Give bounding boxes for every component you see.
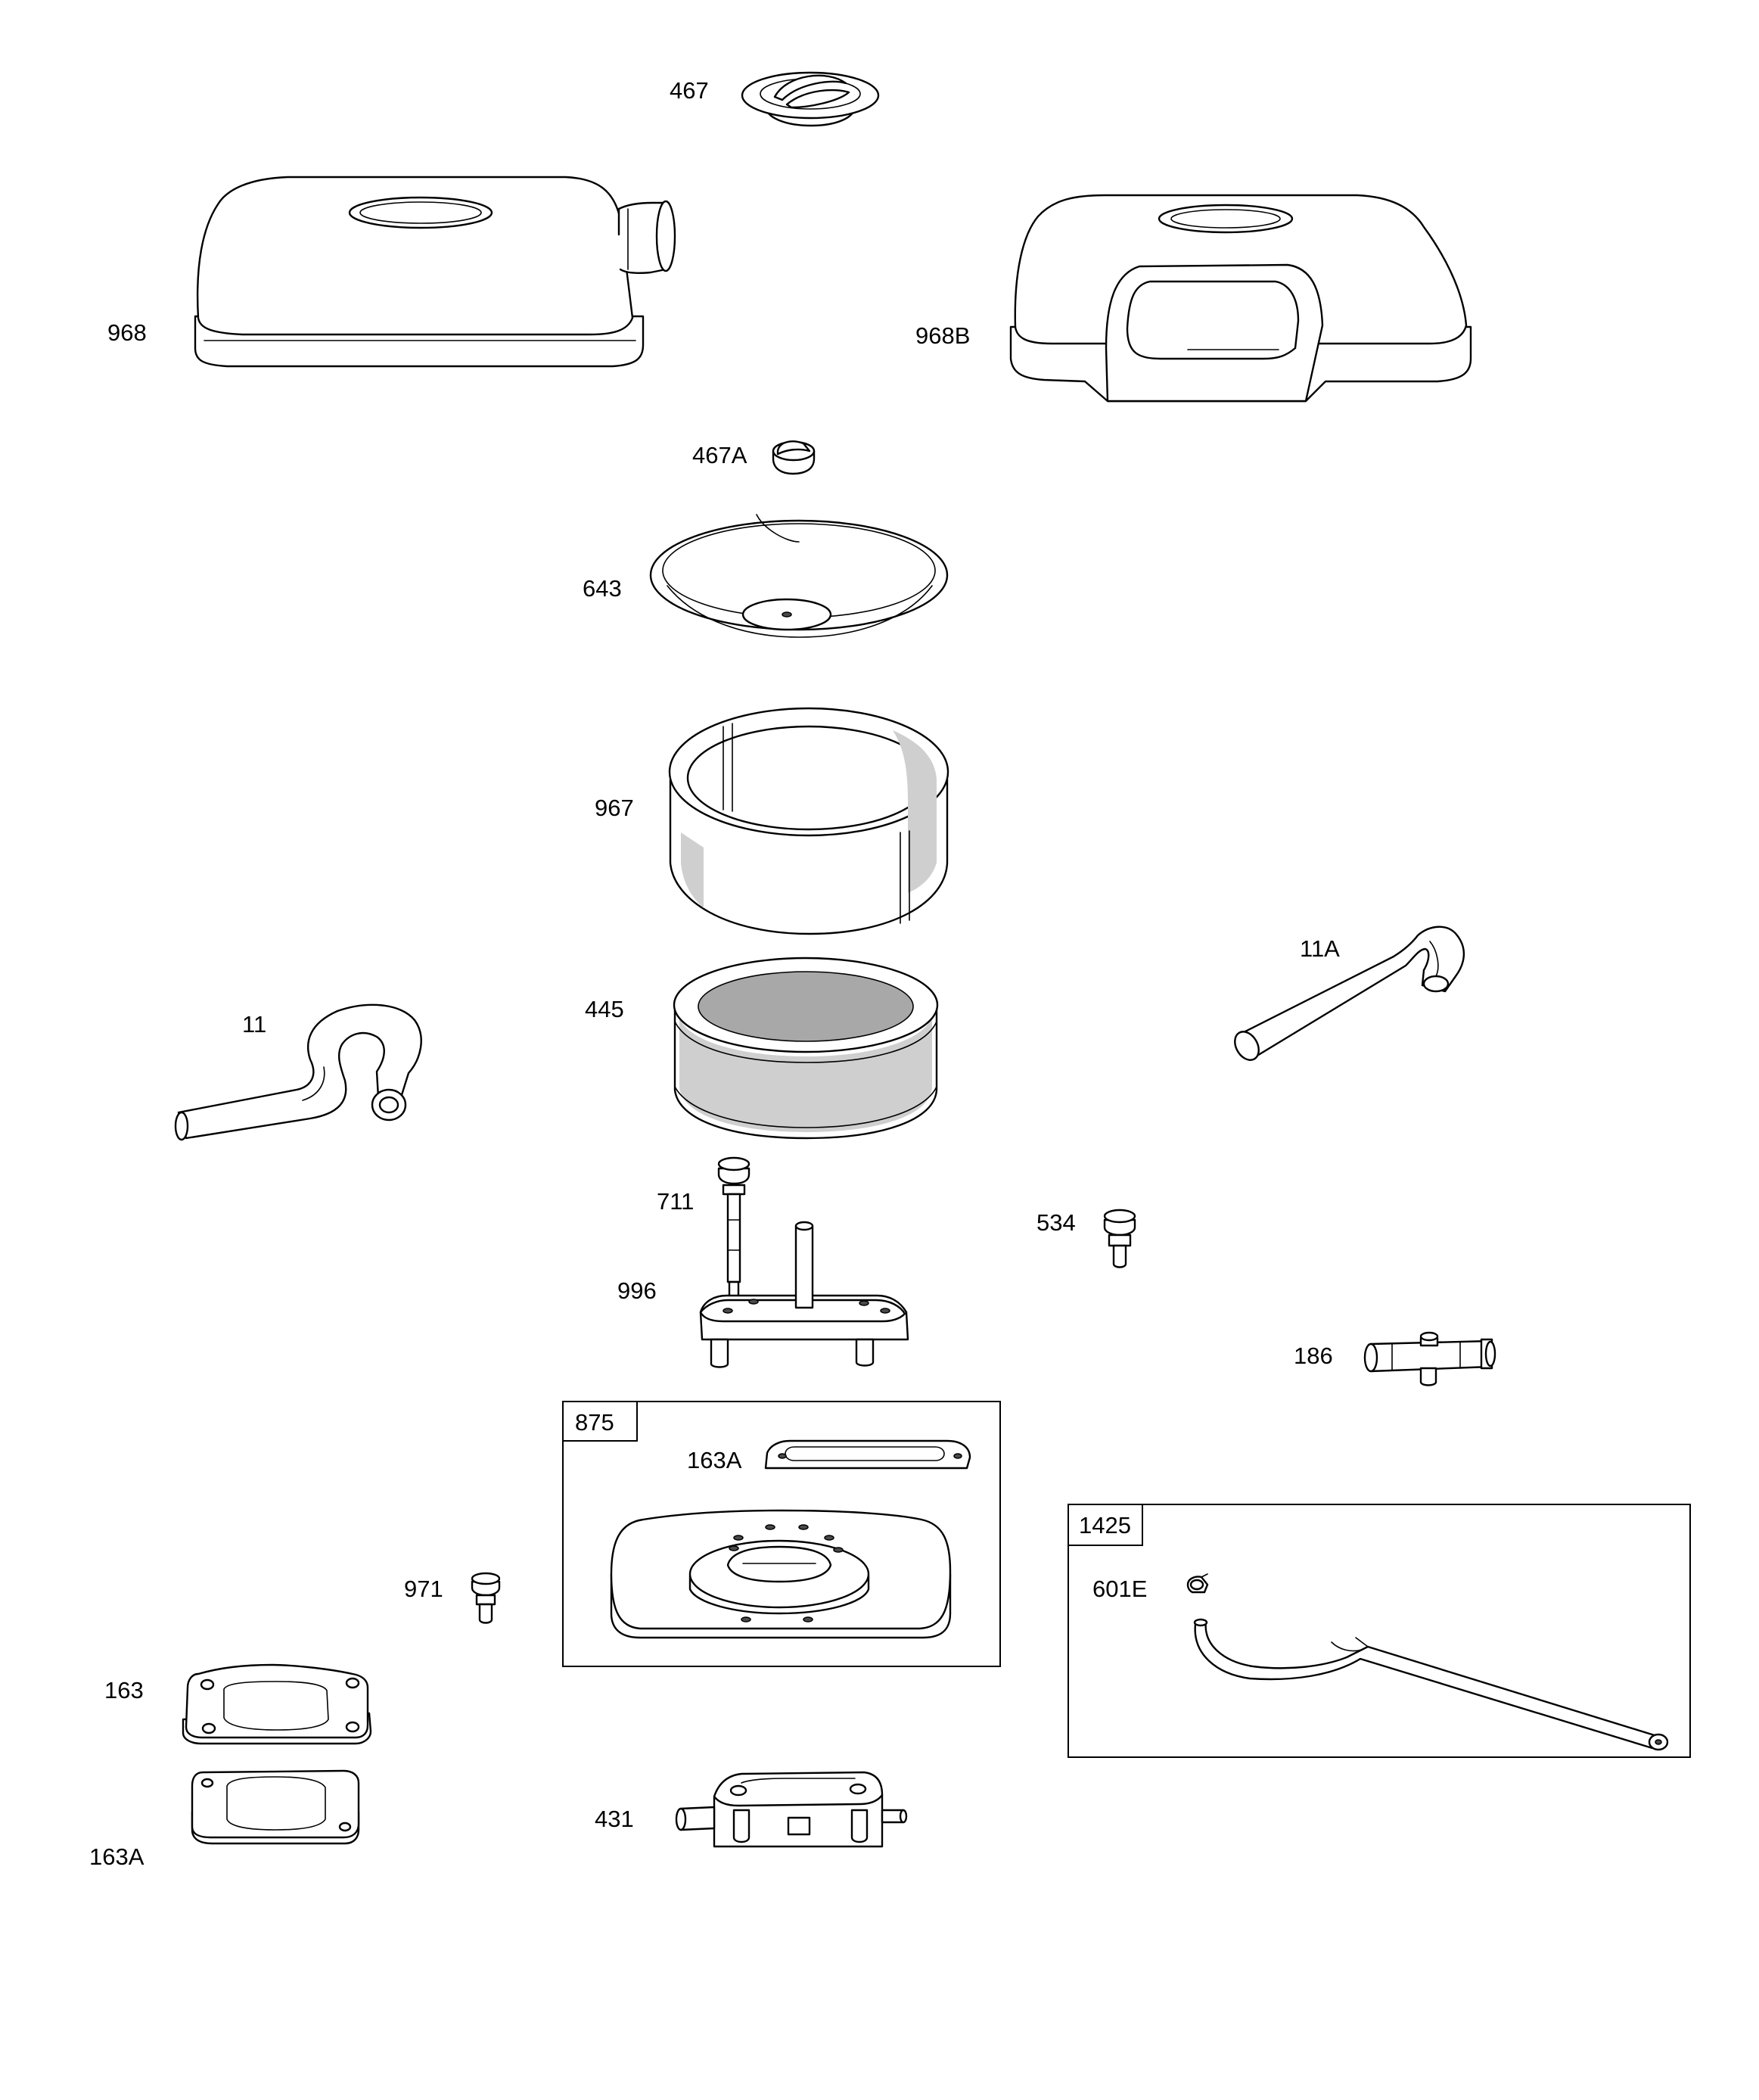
label-968B: 968B (915, 322, 970, 349)
part-971-bolt[interactable] (471, 1572, 501, 1624)
part-163-gasket[interactable] (182, 1663, 372, 1745)
label-163A-kit: 163A (687, 1447, 742, 1473)
label-431: 431 (595, 1806, 634, 1832)
kit-875-box (562, 1401, 1001, 1667)
label-534: 534 (1036, 1209, 1076, 1236)
part-11A-tube[interactable] (1230, 926, 1465, 1065)
part-968-cover[interactable] (194, 176, 676, 368)
part-643-bowl[interactable] (649, 514, 949, 638)
label-996: 996 (617, 1277, 657, 1304)
part-186-fitting[interactable] (1363, 1331, 1496, 1386)
label-445: 445 (585, 996, 624, 1022)
part-163A-gasket[interactable] (191, 1769, 360, 1845)
part-968B-cover[interactable] (1009, 194, 1472, 403)
label-467A: 467A (692, 442, 747, 468)
part-11-tube[interactable] (174, 1003, 422, 1141)
label-875: 875 (575, 1409, 614, 1436)
label-1425: 1425 (1079, 1512, 1131, 1538)
part-431-adapter[interactable] (675, 1771, 908, 1848)
label-11A: 11A (1300, 935, 1340, 962)
part-996-plate[interactable] (699, 1221, 909, 1368)
label-11: 11 (242, 1011, 266, 1038)
part-445-filter[interactable] (673, 957, 939, 1140)
kit-1425-box (1068, 1504, 1691, 1758)
part-967-precleaner[interactable] (668, 707, 949, 935)
label-711: 711 (657, 1188, 694, 1215)
label-643: 643 (583, 575, 622, 602)
part-534-bolt[interactable] (1103, 1209, 1136, 1268)
part-163A-kit-gasket[interactable] (764, 1439, 971, 1470)
label-971: 971 (404, 1576, 443, 1602)
label-968: 968 (107, 319, 147, 346)
label-601E: 601E (1092, 1576, 1147, 1602)
part-875-adapter-plate[interactable] (610, 1509, 952, 1639)
part-1425-tube[interactable] (1193, 1618, 1669, 1751)
label-967: 967 (595, 795, 634, 821)
part-711-bolt[interactable] (717, 1156, 751, 1312)
part-467A-knob[interactable] (772, 440, 816, 475)
part-601E-clamp[interactable] (1186, 1573, 1209, 1594)
label-163: 163 (104, 1677, 144, 1703)
label-186: 186 (1294, 1342, 1333, 1369)
label-467: 467 (670, 77, 709, 104)
part-467-knob[interactable] (741, 71, 880, 127)
label-163A: 163A (89, 1843, 145, 1870)
